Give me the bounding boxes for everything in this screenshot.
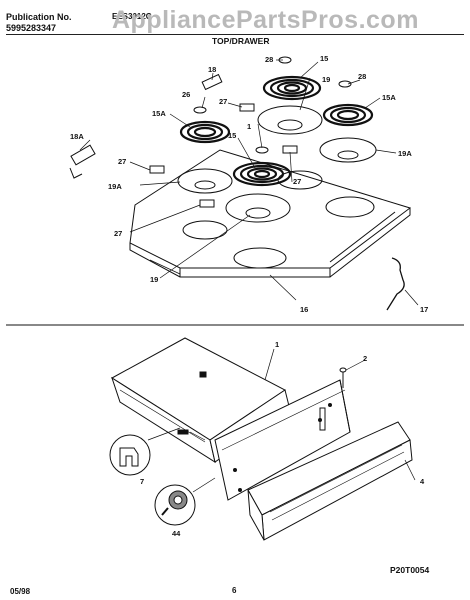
- label-27-b: 27: [118, 157, 126, 166]
- label-28-a: 28: [265, 55, 273, 64]
- publication-number: 5995283347: [6, 23, 57, 33]
- label-19a-c: 19A: [108, 182, 122, 191]
- receptacles: [69, 73, 298, 208]
- leader-lines-drawer: [264, 348, 416, 481]
- surface-element-small-front: [179, 120, 231, 144]
- drip-bowl-right-rear: [319, 137, 377, 163]
- leader-lines-top: [79, 59, 397, 301]
- label-15-d: 15: [228, 131, 236, 140]
- receptacle-18: [201, 73, 223, 91]
- label-18a: 18A: [70, 132, 84, 141]
- receptacle-27c: [199, 199, 215, 208]
- label-15a-b: 15A: [382, 93, 396, 102]
- receptacle-27b: [149, 165, 165, 174]
- surface-elements: [179, 75, 374, 187]
- label-19-b: 19: [150, 275, 158, 284]
- rod-17: [386, 257, 405, 311]
- bracket-18a-hook: [69, 167, 83, 179]
- label-4: 4: [420, 477, 425, 486]
- header-rule: [6, 34, 464, 35]
- drawing-code: P20T0054: [390, 565, 430, 575]
- label-17: 17: [420, 305, 428, 314]
- label-19-a: 19: [322, 75, 330, 84]
- label-28-b: 28: [358, 72, 366, 81]
- surface-element-small-rear: [322, 103, 374, 127]
- label-27-a: 27: [219, 97, 227, 106]
- bracket-18a: [70, 144, 96, 166]
- drip-bowl-left-rear: [257, 105, 323, 135]
- label-27-d: 27: [114, 229, 122, 238]
- label-44: 44: [172, 529, 181, 538]
- drip-bowl-left-front: [177, 168, 233, 194]
- watermark: AppliancePartsPros.com: [112, 6, 419, 34]
- drawer-assembly: [109, 337, 413, 541]
- surface-element-large-front: [232, 161, 292, 187]
- label-15a-c: 15A: [152, 109, 166, 118]
- label-15-a: 15: [320, 54, 328, 63]
- label-18: 18: [208, 65, 216, 74]
- drip-bowl-right-front: [225, 193, 291, 223]
- label-26-a: 26: [182, 90, 190, 99]
- footer-date: 05/98: [10, 587, 31, 596]
- label-19a-d: 19A: [398, 149, 412, 158]
- roller-44: [154, 477, 216, 526]
- drawer-front-panel: [214, 379, 351, 501]
- surface-element-large-rear: [262, 75, 322, 101]
- section-title: TOP/DRAWER: [212, 36, 270, 46]
- label-28-c: 1: [247, 122, 251, 131]
- label-7: 7: [140, 477, 144, 486]
- label-27-c: 27: [293, 177, 301, 186]
- receptacle-27d: [282, 145, 298, 154]
- publication-label: Publication No.: [6, 12, 72, 22]
- clip-7: [109, 427, 181, 476]
- label-drawer-1: 1: [275, 340, 279, 349]
- label-2: 2: [363, 354, 367, 363]
- drawer-face: [247, 421, 413, 541]
- model-number: EES3012C: [112, 12, 152, 21]
- drip-bowls: [177, 105, 377, 223]
- label-16: 16: [300, 305, 308, 314]
- trim-rings: [193, 56, 352, 154]
- part-labels: 28 15 28 19 15A 18 26 27 15A 18A 15 1 27…: [70, 54, 428, 538]
- receptacle-27a: [239, 103, 255, 112]
- page-number: 6: [232, 586, 237, 595]
